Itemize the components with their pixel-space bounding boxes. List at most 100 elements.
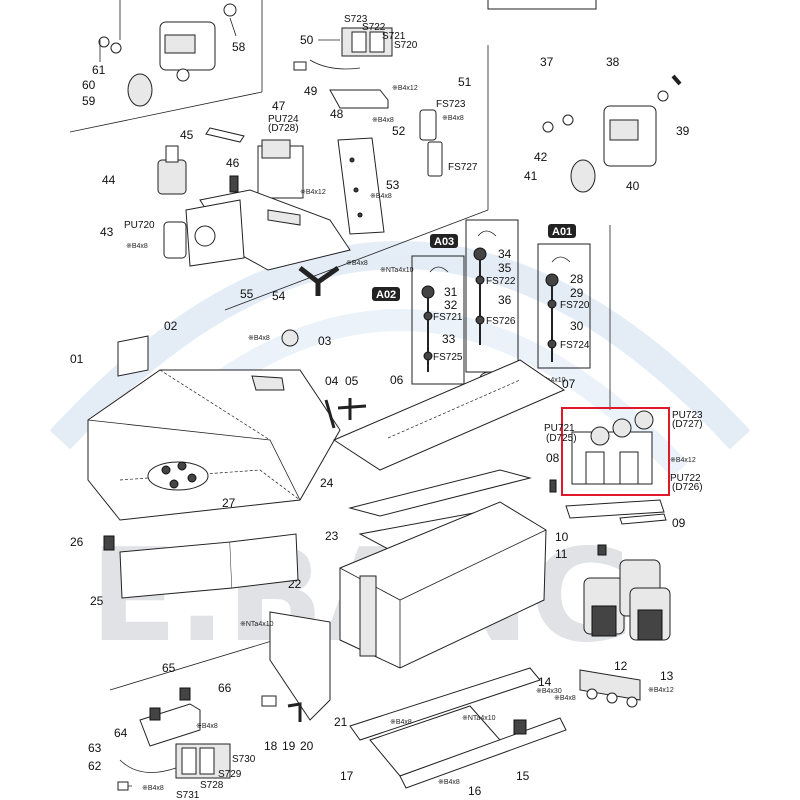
lower-tank-22	[339, 501, 547, 669]
screw-b4x8-e: ※B4x8	[126, 243, 148, 250]
code-pu721: PU721	[544, 423, 575, 434]
part-29-label: 29	[570, 286, 584, 300]
code-pu724: PU724	[268, 114, 299, 125]
part-38-label: 38	[606, 55, 620, 69]
part-41-label: 41	[524, 169, 538, 183]
highlight-box	[561, 407, 670, 496]
part-19-label: 19	[282, 739, 296, 753]
solenoid-bracket-64	[139, 687, 201, 747]
part-36-label: 36	[498, 293, 512, 307]
screw-nta4x10-d: ※NTa4x10	[462, 715, 496, 722]
code-pu723: PU723	[672, 410, 703, 421]
screw-b4x8-k: ※B4x8	[142, 785, 164, 792]
part-65-label: 65	[162, 661, 176, 675]
part-46-label: 46	[226, 156, 240, 170]
screw-b4x8-a: ※B4x8	[442, 115, 464, 122]
screw-b4x12-b: ※B4x12	[300, 189, 326, 196]
svg-text:A02: A02	[376, 289, 396, 301]
filter-housings-12	[583, 559, 671, 641]
screw-b4x8-h: ※B4x8	[390, 719, 412, 726]
part-53-label: 53	[386, 178, 400, 192]
code-fs720: FS720	[560, 300, 590, 311]
screw-b4x12-d: ※B4x12	[648, 687, 674, 694]
part-27-label: 27	[222, 496, 236, 510]
tray-25	[119, 533, 299, 599]
part-06-label: 06	[390, 373, 404, 387]
code-fs727: FS727	[448, 162, 478, 173]
base-frame-16	[349, 667, 567, 789]
svg-text:A01: A01	[552, 226, 572, 238]
manifold-13	[579, 669, 641, 708]
frame-18-20	[261, 611, 331, 722]
pump-pu724	[257, 139, 304, 199]
part-64-label: 64	[114, 726, 128, 740]
part-45-label: 45	[180, 128, 194, 142]
part-47-label: 47	[272, 99, 286, 113]
pump-pu720	[163, 199, 245, 267]
part-58-label: 58	[232, 40, 246, 54]
part-35-label: 35	[498, 261, 512, 275]
part-17-label: 17	[340, 769, 354, 783]
code-pu722-d726: (D726)	[672, 482, 703, 493]
code-s728: S728	[200, 780, 224, 791]
code-pu720: PU720	[124, 220, 155, 231]
code-s729: S729	[218, 769, 242, 780]
code-pu724-d728: (D728)	[268, 123, 299, 134]
code-s721: S721	[382, 31, 406, 42]
code-pu722: PU722	[670, 473, 701, 484]
part-25-label: 25	[90, 594, 104, 608]
clip-11	[597, 544, 607, 556]
part-10-label: 10	[555, 530, 569, 544]
part-42-label: 42	[534, 150, 548, 164]
section-frame-lines	[69, 0, 611, 691]
part-08-label: 08	[546, 451, 560, 465]
part-04-label: 04	[325, 374, 339, 388]
solenoid-block-50	[293, 27, 393, 71]
code-fs721: FS721	[433, 312, 463, 323]
screw-b4x30: ※B4x30	[536, 688, 562, 695]
strip-45	[205, 127, 245, 143]
screw-b4x8-b: ※B4x8	[372, 117, 394, 124]
code-pu723-d727: (D727)	[672, 419, 703, 430]
screw-b4x8-i: ※B4x8	[438, 779, 460, 786]
tag-a02: A02	[372, 287, 400, 301]
highlighted-pump-group	[571, 410, 654, 485]
part-28-label: 28	[570, 272, 584, 286]
part-39-label: 39	[676, 124, 690, 138]
part-55-label: 55	[240, 287, 254, 301]
part-20-label: 20	[300, 739, 314, 753]
part-09-label: 09	[672, 516, 686, 530]
solenoid-block-66	[117, 743, 231, 791]
code-s720: S720	[394, 40, 418, 51]
top-right-pump-assembly	[542, 74, 682, 193]
top-left-pump-assembly	[98, 0, 237, 107]
float-switch-group-a02	[411, 255, 465, 385]
bracket-49	[329, 89, 389, 109]
svg-text:A03: A03	[434, 236, 454, 248]
code-s731: S731	[176, 790, 200, 800]
screw-b4x12-a: ※B4x12	[392, 85, 418, 92]
code-fs722: FS722	[486, 276, 516, 287]
clip-46	[229, 175, 239, 193]
part-12-label: 12	[614, 659, 628, 673]
code-fs723: FS723	[436, 99, 466, 110]
part-44-label: 44	[102, 173, 116, 187]
screw-b4x12-c: ※B4x12	[670, 457, 696, 464]
screw-b4x8-g: ※B4x8	[554, 695, 576, 702]
part-61-label: 61	[92, 63, 106, 77]
code-fs726: FS726	[486, 316, 516, 327]
part-43-label: 43	[100, 225, 114, 239]
tag-a03: A03	[430, 234, 458, 248]
part-13-label: 13	[660, 669, 674, 683]
flow-switch-fs723	[419, 109, 443, 177]
mount-plate-53	[337, 137, 385, 235]
part-52-label: 52	[392, 124, 406, 138]
part-24-label: 24	[320, 476, 334, 490]
tube-joint-54	[298, 265, 340, 296]
part-49-label: 49	[304, 84, 318, 98]
part-03-label: 03	[318, 334, 332, 348]
part-18-label: 18	[264, 739, 278, 753]
part-62-label: 62	[88, 759, 102, 773]
part-60-label: 60	[82, 78, 96, 92]
part-33-label: 33	[442, 332, 456, 346]
